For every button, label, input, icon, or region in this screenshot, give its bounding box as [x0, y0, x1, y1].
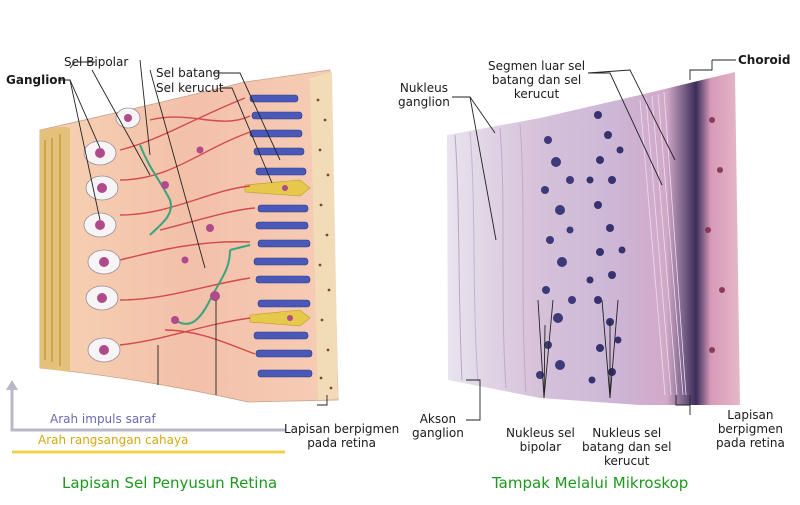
- micrograph-texture: [454, 123, 527, 393]
- pigment-layer: [310, 72, 338, 400]
- label-stimulus-direction: Arah rangsangan cahaya: [38, 433, 189, 447]
- right-leader-lines: [452, 59, 736, 421]
- rod-cells: [249, 94, 313, 378]
- label-nucleus-bipolar: Nukleus sel bipolar: [506, 426, 575, 454]
- bipolar-fibers: [139, 144, 251, 325]
- label-cone-cell: Sel kerucut: [156, 81, 224, 95]
- nerve-fiber-layer: [40, 126, 70, 372]
- ganglion-cells: [83, 107, 141, 363]
- label-pigment-layer-right: Lapisan berpigmen pada retina: [716, 408, 785, 450]
- label-choroid: Choroid: [738, 53, 791, 67]
- choroid-cells: [705, 117, 725, 353]
- cone-cells: [244, 179, 311, 327]
- label-rod-cell: Sel batang: [156, 66, 221, 80]
- micrograph-block: [447, 72, 740, 405]
- label-nucleus-ganglion: Nukleus ganglion: [398, 81, 450, 109]
- label-bipolar-cell: Sel Bipolar: [64, 55, 129, 69]
- label-nucleus-rod-cone: Nukleus sel batang dan sel kerucut: [582, 426, 672, 468]
- label-outer-segment: Segmen luar sel batang dan sel kerucut: [488, 59, 586, 101]
- left-leader-lines: [58, 59, 328, 406]
- bipolar-nuclei: [161, 146, 293, 324]
- left-caption: Lapisan Sel Penyusun Retina: [62, 474, 278, 492]
- neuron-fibers: [119, 97, 256, 355]
- rod-cone-nuclei-band: [586, 111, 626, 384]
- direction-arrows: [6, 380, 285, 454]
- label-impulse-direction: Arah impuls saraf: [50, 412, 156, 426]
- label-axon-ganglion: Akson ganglion: [412, 412, 464, 440]
- outer-segment-striations: [639, 91, 687, 396]
- bipolar-nuclei-band: [536, 136, 576, 379]
- label-ganglion: Ganglion: [6, 73, 67, 87]
- label-pigment-layer-left: Lapisan berpigmen pada retina: [284, 422, 400, 450]
- right-caption: Tampak Melalui Mikroskop: [492, 474, 689, 492]
